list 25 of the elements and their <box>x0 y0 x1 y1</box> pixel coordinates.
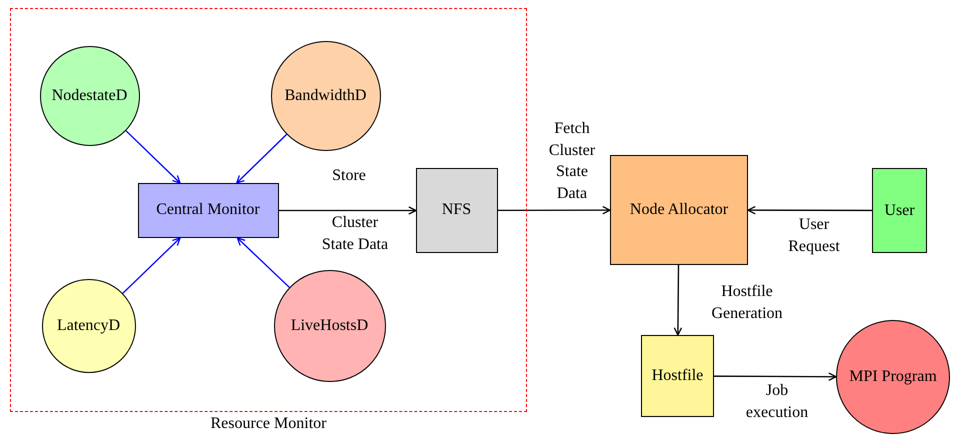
process-box <box>872 168 927 253</box>
node-label: LatencyD <box>56 316 120 334</box>
node-label: NodestateD <box>52 86 128 104</box>
node-label: Central Monitor <box>156 201 260 219</box>
arrow <box>279 206 417 215</box>
arrow <box>674 265 682 336</box>
process-box <box>641 335 714 417</box>
node-label: User <box>884 202 915 220</box>
node-label: Node Allocator <box>630 201 728 219</box>
arrow <box>236 134 288 184</box>
arrow <box>236 237 290 288</box>
arrow <box>498 206 611 214</box>
node-label: NFS <box>442 201 472 219</box>
process-box <box>138 182 278 238</box>
arrow <box>714 372 837 381</box>
node-label: MPI Program <box>849 368 937 386</box>
group-title: Resource Monitor <box>210 415 328 433</box>
node-label: BandwidthD <box>284 86 366 104</box>
arrow <box>126 130 181 184</box>
arrow <box>747 206 872 214</box>
process-box <box>416 168 498 252</box>
process-box <box>610 155 748 265</box>
node-label: Hostfile <box>652 367 704 385</box>
node-label: LiveHostsD <box>290 316 368 334</box>
arrow <box>122 237 181 294</box>
